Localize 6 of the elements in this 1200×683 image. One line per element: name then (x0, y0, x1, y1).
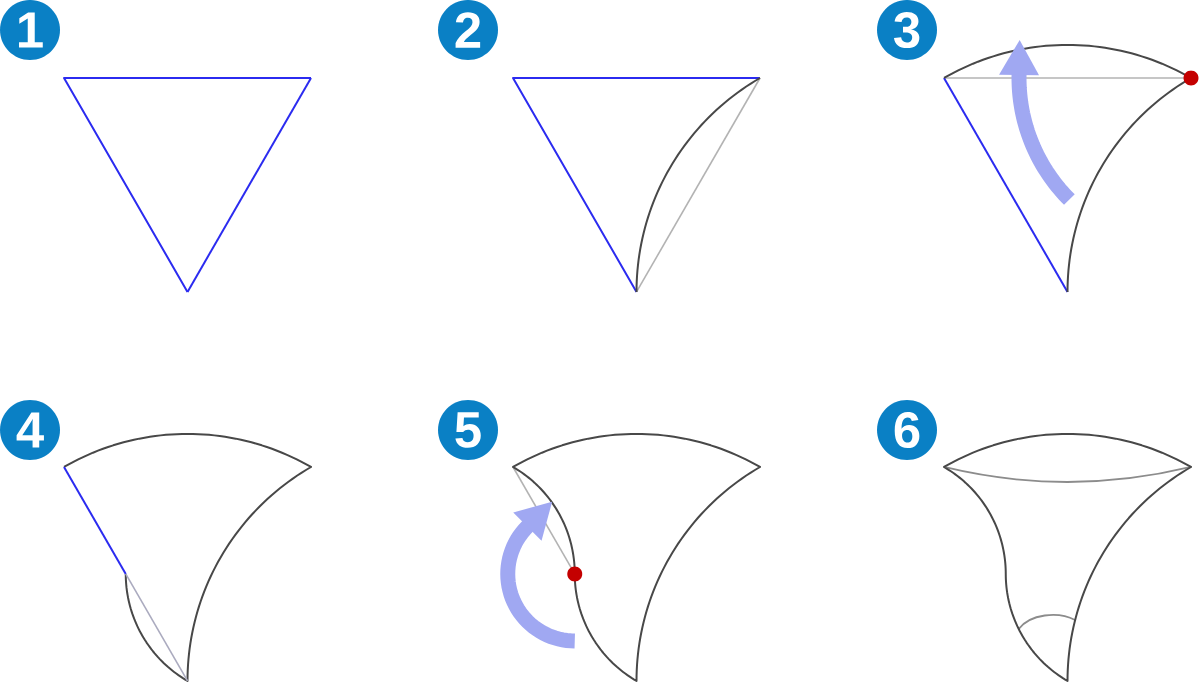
number-badge: 4 (0, 400, 60, 460)
number-badge: 2 (438, 0, 498, 60)
number-badge: 3 (877, 0, 937, 60)
number-badge: 5 (438, 400, 498, 460)
number-badge: 1 (0, 0, 60, 60)
number-badge: 6 (877, 400, 937, 460)
